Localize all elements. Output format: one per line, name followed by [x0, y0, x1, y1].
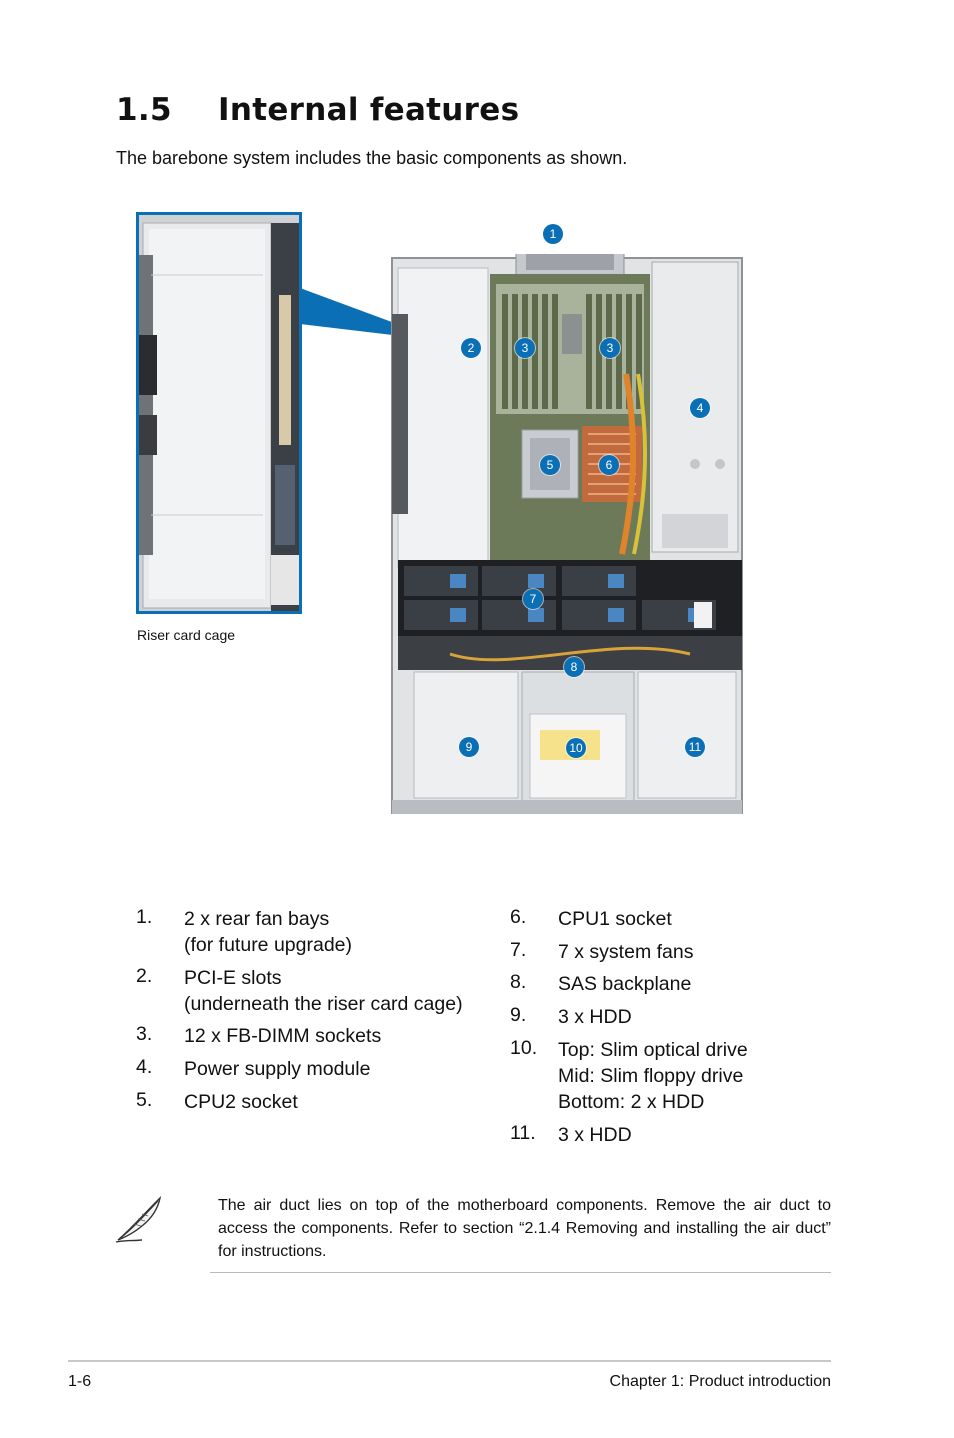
section-number: 1.5	[116, 92, 172, 128]
callout-6: 6	[599, 455, 619, 475]
list-item-text: 3 x HDD	[558, 1124, 632, 1146]
list-item-text: Mid: Slim floppy drive	[558, 1065, 744, 1087]
list-item-text: CPU2 socket	[184, 1091, 298, 1113]
chapter-title: Chapter 1: Product introduction	[609, 1373, 831, 1390]
list-item-number: 5.	[136, 1089, 153, 1111]
list-item-number: 9.	[510, 1004, 527, 1026]
section-heading: 1.5 Internal features	[116, 92, 519, 128]
list-item-number: 2.	[136, 965, 153, 987]
callout-8: 8	[564, 657, 584, 677]
intro-text: The barebone system includes the basic c…	[116, 148, 628, 168]
list-item-number: 1.	[136, 906, 153, 928]
quill-pen-icon	[115, 1195, 162, 1243]
callout-7: 7	[523, 589, 543, 609]
note-divider	[210, 1272, 831, 1273]
callout-2: 2	[461, 338, 481, 358]
list-item-text: 7 x system fans	[558, 941, 694, 963]
list-item-number: 6.	[510, 906, 527, 928]
page-number: 1-6	[68, 1373, 92, 1390]
list-item-text: 2 x rear fan bays	[184, 908, 330, 930]
chassis-top-view-image: 1 2 3 3 4 5 6 7 8 9 10 11	[390, 224, 744, 814]
list-item-text: SAS backplane	[558, 973, 692, 995]
list-item-text: 12 x FB-DIMM sockets	[184, 1025, 382, 1047]
callout-3-left: 3	[515, 338, 535, 358]
list-item-text: PCI-E slots	[184, 967, 282, 989]
footer-divider	[68, 1360, 831, 1362]
list-item-text: Bottom: 2 x HDD	[558, 1091, 705, 1113]
callout-4: 4	[690, 398, 710, 418]
section-title: Internal features	[218, 92, 520, 128]
callout-1: 1	[543, 224, 563, 244]
callout-10: 10	[566, 738, 586, 758]
list-item-number: 10.	[510, 1037, 538, 1059]
list-item-text: CPU1 socket	[558, 908, 672, 930]
callout-5: 5	[540, 455, 560, 475]
list-item-number: 8.	[510, 971, 527, 993]
list-item-number: 3.	[136, 1023, 153, 1045]
list-item-text: 3 x HDD	[558, 1006, 632, 1028]
riser-card-cage-caption: Riser card cage	[137, 627, 236, 643]
list-item-text: (for future upgrade)	[184, 934, 353, 956]
list-item-text: Top: Slim optical drive	[558, 1039, 748, 1061]
list-item-text: Power supply module	[184, 1058, 371, 1080]
list-item-number: 11.	[510, 1122, 536, 1144]
callout-11: 11	[685, 737, 705, 757]
list-item-text: (underneath the riser card cage)	[184, 993, 463, 1015]
callout-3-right: 3	[600, 338, 620, 358]
list-item-number: 7.	[510, 939, 527, 961]
list-item-number: 4.	[136, 1056, 153, 1078]
callout-9: 9	[459, 737, 479, 757]
riser-card-cage-image	[136, 212, 302, 614]
note-text: The air duct lies on top of the motherbo…	[218, 1197, 831, 1260]
